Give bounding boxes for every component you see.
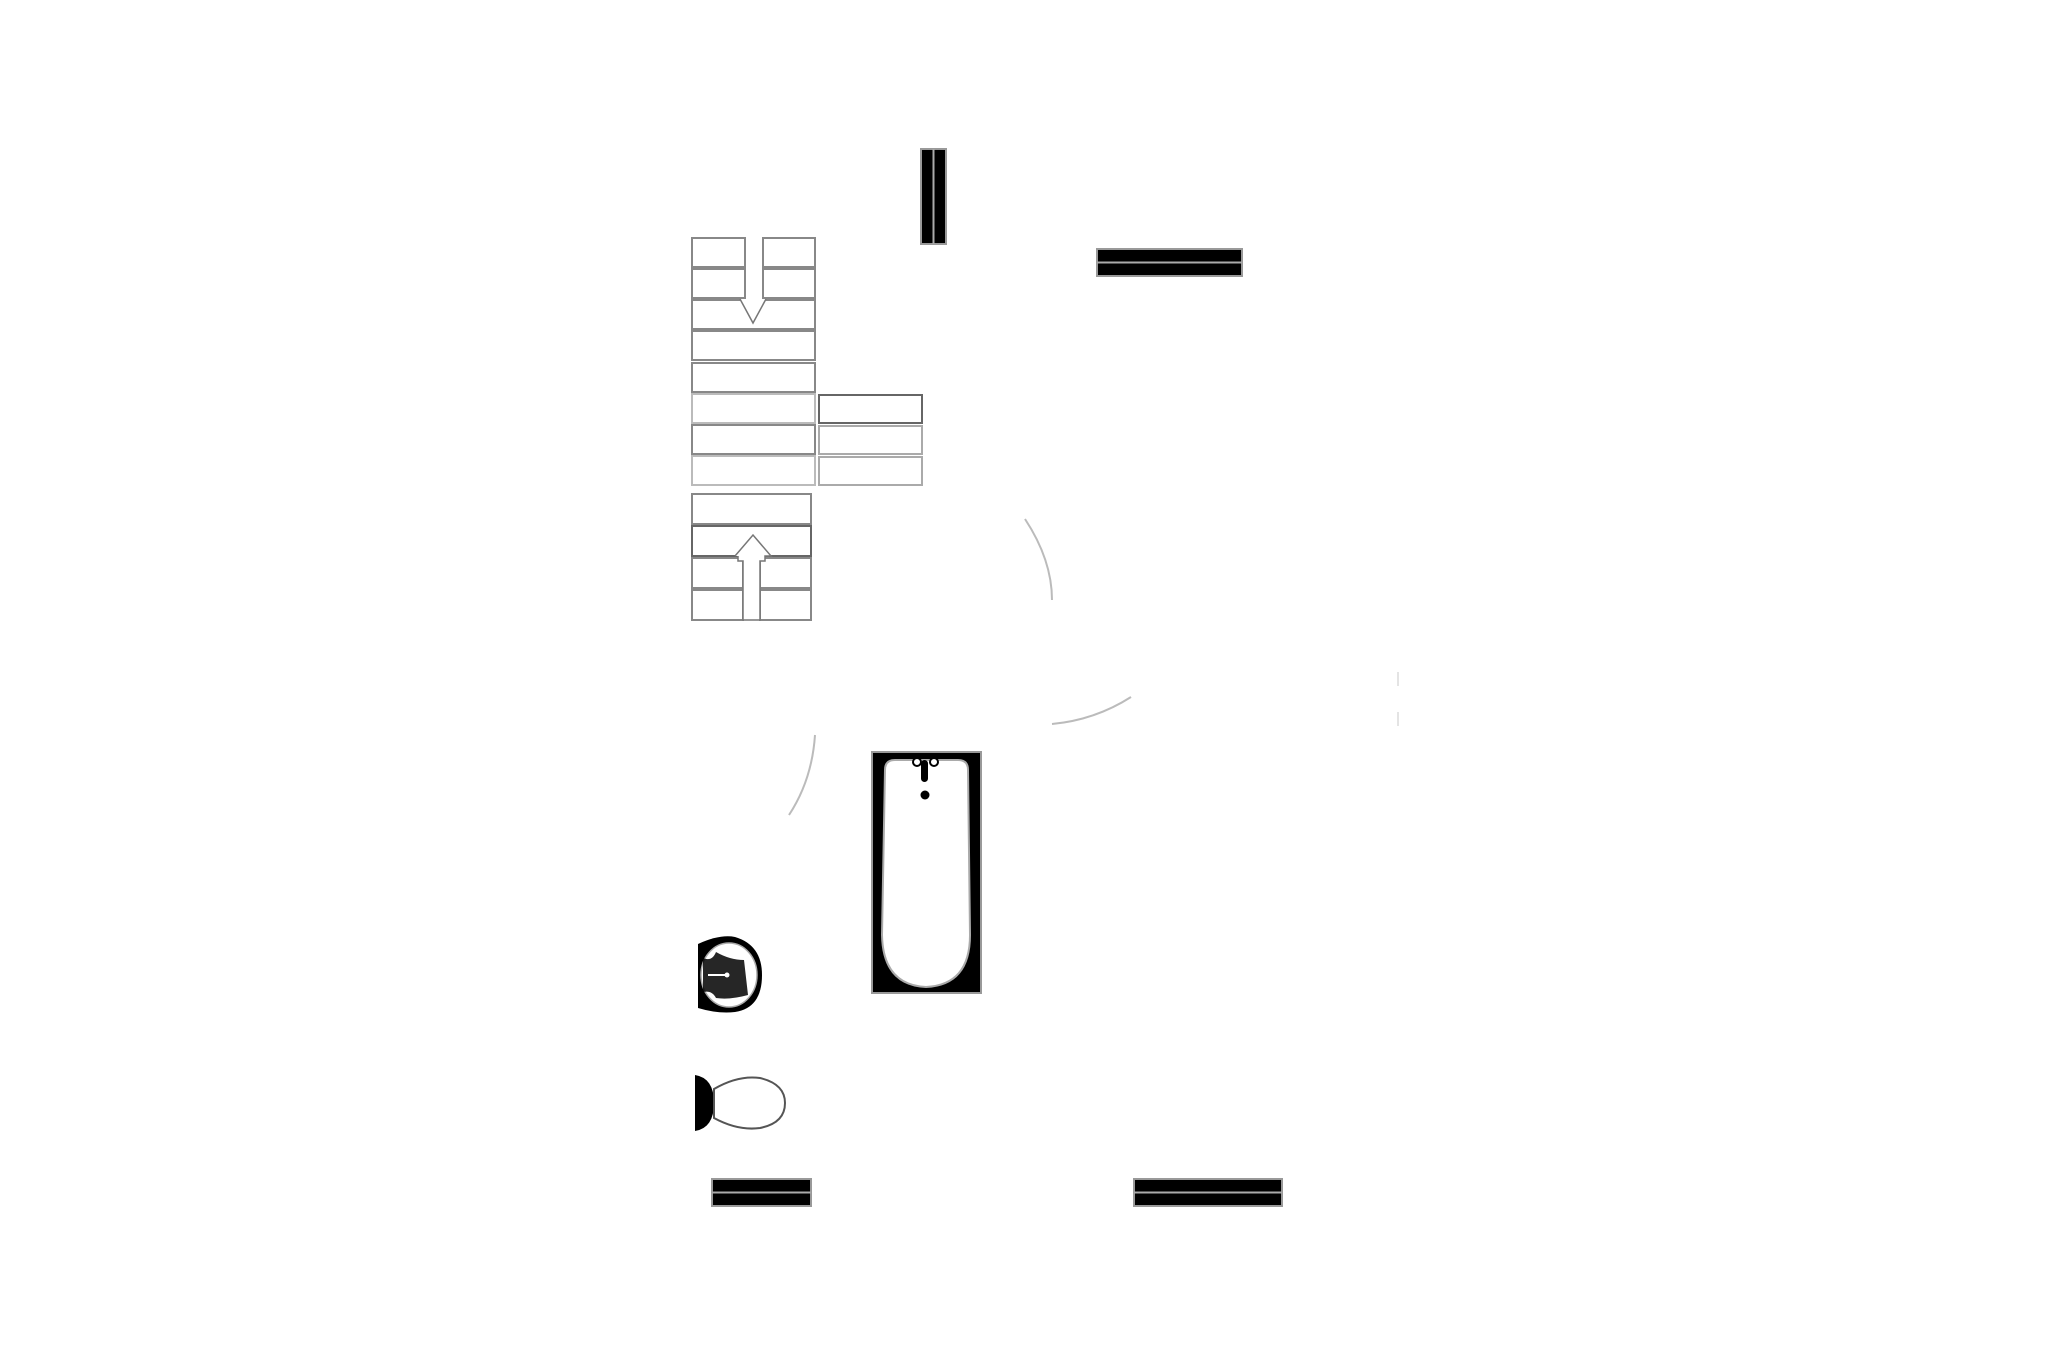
bathtub: [871, 751, 982, 994]
staircase-down: [691, 237, 923, 486]
door-swing-arc: [1024, 518, 1053, 601]
sink: [698, 936, 762, 1013]
wall-top-horizontal: [1096, 248, 1243, 277]
wall-top-vertical: [920, 148, 947, 245]
wall-bottom-left: [711, 1178, 812, 1207]
toilet: [695, 1075, 787, 1131]
arrow-up-icon: [734, 533, 773, 621]
door-swing-arc: [1051, 696, 1132, 725]
arrow-down-icon: [739, 298, 767, 325]
door-swing-arc: [788, 734, 816, 816]
drain-icon: [920, 790, 930, 800]
wall-bottom-right: [1133, 1178, 1283, 1207]
